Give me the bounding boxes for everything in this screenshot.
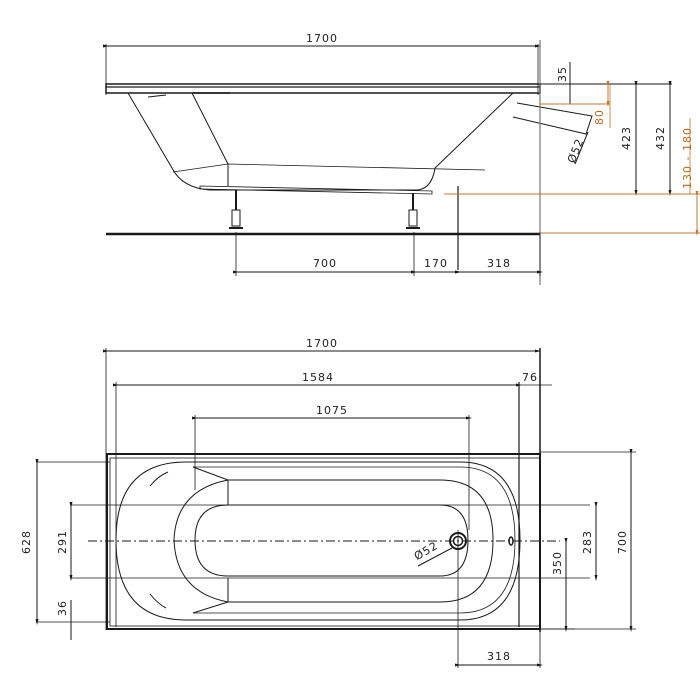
inner-depth-label: 423 (620, 126, 633, 150)
overflow-pipe (512, 102, 593, 135)
top-length-label: 1700 (306, 337, 338, 350)
side-view-orange-dims (444, 81, 700, 236)
leg-height-range-label: 130 - 180 (681, 127, 694, 189)
support-plate (199, 185, 433, 195)
side-view (103, 40, 672, 285)
half-width-label: 350 (551, 551, 564, 575)
tub-bottom (194, 504, 469, 577)
bottom-width-left-label: 291 (56, 530, 69, 554)
total-depth-label: 432 (654, 126, 667, 150)
leg-right (406, 193, 420, 229)
tub-inner-edge (115, 461, 521, 621)
drain-diameter-label-side: Ø52 (565, 136, 587, 165)
overflow-height-label: 80 (593, 109, 606, 125)
overflow-icon (508, 536, 514, 546)
bottom-width-right-label: 283 (581, 530, 594, 554)
drain-diameter-label-top: Ø52 (412, 539, 441, 563)
drain-to-end-label-side: 318 (487, 257, 511, 270)
inner-width-label: 628 (20, 530, 33, 554)
drain-to-end-label-top: 318 (487, 650, 511, 663)
tub-body (127, 92, 514, 191)
tub-floor-edge (228, 479, 494, 603)
end-wall-label: 76 (522, 371, 538, 384)
side-length-label: 1700 (306, 32, 338, 45)
tub-rim (105, 83, 541, 94)
leg-left (229, 190, 243, 229)
bottom-length-label: 1075 (316, 404, 348, 417)
leg-spacing-label: 700 (313, 257, 337, 270)
top-view (35, 348, 636, 668)
side-wall-label: 36 (56, 600, 69, 616)
inner-length-label: 1584 (302, 371, 334, 384)
overall-width-label: 700 (616, 530, 629, 554)
leg-to-drain-label: 170 (424, 257, 448, 270)
rim-thickness-label: 35 (556, 66, 569, 82)
